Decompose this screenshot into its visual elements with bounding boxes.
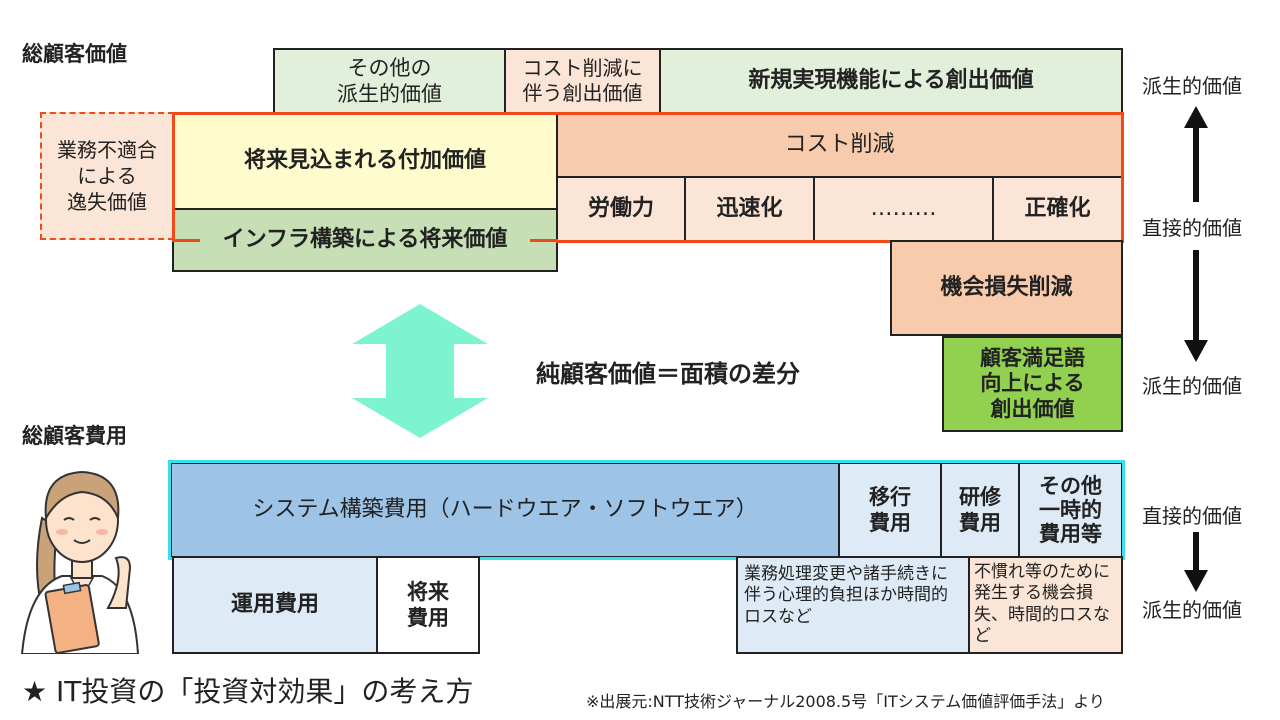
new-function-value-box: 新規実現機能による創出価値	[659, 48, 1123, 114]
side-label-derived-top: 派生的価値	[1142, 74, 1242, 98]
customer-satisfaction-line3: 創出価値	[990, 396, 1075, 421]
migration-cost-line2: 費用	[869, 511, 911, 535]
future-cost-line1: 将来	[407, 579, 449, 604]
down-arrow-small-icon	[1184, 532, 1208, 592]
future-cost-box: 将来費用	[376, 556, 480, 654]
cost-reduction-creation-line2: 伴う創出価値	[522, 81, 643, 105]
infra-future-value-box: インフラ構築による将来価値	[172, 208, 558, 272]
footer-heading: ★ IT投資の「投資対効果」の考え方	[22, 675, 474, 708]
direct-value-outline-top	[172, 112, 1124, 115]
cost-reduction-creation-line1: コスト削減に	[522, 56, 643, 80]
direct-value-outline-right	[1121, 112, 1124, 243]
other-temp-cost-line1: その他	[1039, 473, 1102, 498]
future-added-value-box: 将来見込まれる付加価値	[172, 112, 558, 210]
training-cost-line2: 費用	[959, 511, 1001, 535]
other-derived-line1: その他の	[347, 55, 432, 80]
cost-item-ellipsis: ………	[813, 176, 994, 242]
psych-burden-box: 業務処理変更や諸手続きに伴う心理的負担ほか時間的ロスなど	[736, 556, 970, 654]
direct-value-outline-bottom	[556, 240, 1124, 243]
cost-reduction-creation-box: コスト削減に伴う創出価値	[504, 48, 661, 114]
unfamiliar-loss-box: 不慣れ等のために発生する機会損失、時間的ロスなど	[968, 556, 1123, 654]
lost-value-line3: 逸失価値	[67, 190, 147, 214]
cost-item-speed: 迅速化	[684, 176, 815, 242]
direct-cost-outline	[168, 460, 1125, 560]
side-label-derived-mid: 派生的価値	[1142, 374, 1242, 398]
direct-value-outline-infra-right	[530, 239, 558, 242]
double-arrow-icon	[352, 304, 488, 438]
side-label-derived-bottom: 派生的価値	[1142, 598, 1242, 622]
training-cost-box: 研修費用	[940, 462, 1020, 558]
direct-value-outline-infra-left	[172, 239, 200, 242]
other-derived-line2: 派生的価値	[337, 82, 442, 106]
down-arrow-icon	[1184, 250, 1208, 362]
total-value-title: 総顧客価値	[22, 42, 127, 66]
cost-reduction-box: コスト削減	[556, 112, 1123, 178]
opportunity-loss-reduction-box: 機会損失削減	[890, 240, 1123, 336]
cost-item-accuracy: 正確化	[992, 176, 1123, 242]
cost-item-labor: 労働力	[556, 176, 686, 242]
side-label-direct-top: 直接的価値	[1142, 216, 1242, 240]
total-cost-title: 総顧客費用	[22, 424, 127, 448]
lost-value-box: 業務不適合による逸失価値	[40, 112, 174, 240]
other-temp-cost-line2: 一時的	[1039, 497, 1102, 522]
future-cost-line2: 費用	[407, 606, 449, 630]
customer-satisfaction-box: 顧客満足語向上による創出価値	[942, 336, 1123, 432]
lost-value-line1: 業務不適合	[57, 138, 157, 162]
net-value-label: 純顧客価値＝面積の差分	[536, 360, 800, 388]
footer-source: ※出展元:NTT技術ジャーナル2008.5号「ITシステム価値評価手法」より	[586, 692, 1105, 711]
lost-value-line2: による	[77, 164, 137, 188]
direct-value-outline-left	[172, 112, 175, 242]
customer-satisfaction-line2: 向上による	[980, 371, 1085, 396]
up-arrow-icon	[1184, 106, 1208, 202]
psych-burden-text: 業務処理変更や諸手続きに伴う心理的負担ほか時間的ロスなど	[744, 564, 948, 627]
customer-satisfaction-line1: 顧客満足語	[980, 346, 1085, 371]
woman-with-clipboard-illustration	[20, 470, 140, 654]
side-label-direct-bottom: 直接的価値	[1142, 504, 1242, 528]
operation-cost-box: 運用費用	[172, 556, 378, 654]
other-derived-value-box: その他の派生的価値	[273, 48, 506, 114]
migration-cost-line1: 移行	[869, 484, 911, 509]
training-cost-line1: 研修	[959, 484, 1001, 509]
unfamiliar-loss-text: 不慣れ等のために発生する機会損失、時間的ロスなど	[974, 562, 1110, 646]
other-temp-cost-line3: 費用等	[1039, 522, 1102, 547]
